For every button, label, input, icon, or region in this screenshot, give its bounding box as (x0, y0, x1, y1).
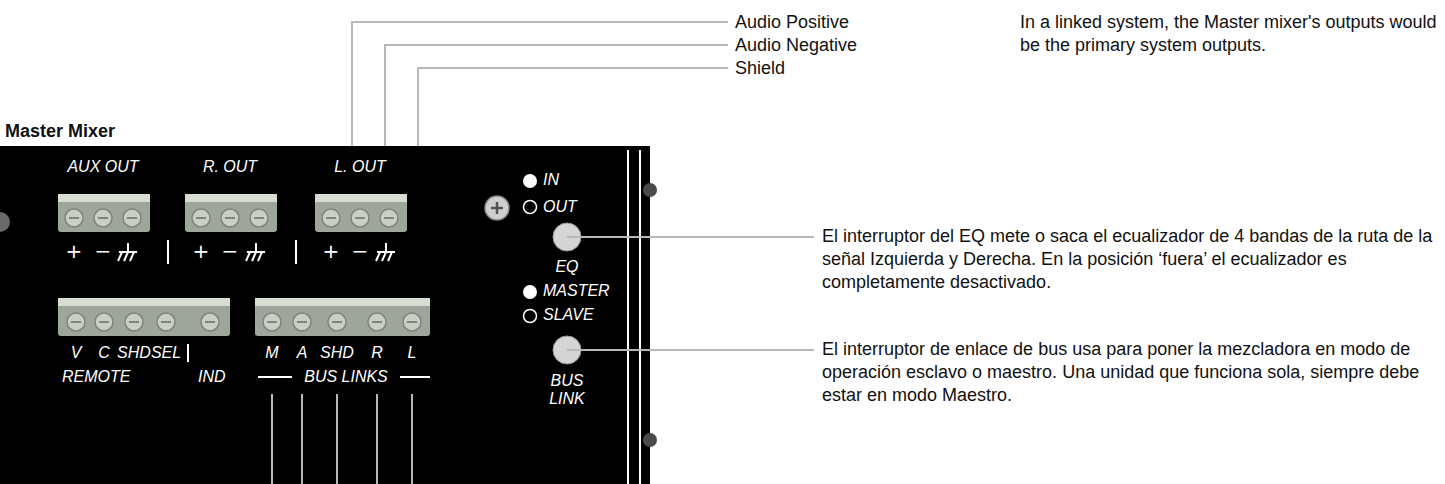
connector-label: BUS LINKS (304, 368, 388, 386)
led-on (523, 174, 537, 188)
panel-screw (485, 196, 509, 220)
ground-symbol (246, 243, 265, 261)
connector-label: REMOTE (62, 368, 130, 386)
terminal-block (255, 298, 430, 336)
panel-hole (643, 433, 657, 447)
separator (295, 240, 297, 264)
callout-text: El interruptor del EQ mete o saca el ecu… (822, 225, 1437, 294)
pin-label: − (222, 240, 239, 262)
pin-label: C (98, 344, 110, 362)
switch-state-label: IN (543, 171, 559, 189)
callout-label: Audio Positive (735, 11, 849, 34)
led-off (524, 201, 537, 214)
pin-label: + (193, 240, 210, 262)
connector-label: R. OUT (203, 158, 257, 176)
panel-edge (627, 150, 629, 484)
panel-edge (639, 150, 641, 484)
switch-state-label: SLAVE (543, 306, 594, 324)
switch-state-label: OUT (543, 198, 577, 216)
pin-label: + (66, 240, 83, 262)
switch-state-label: MASTER (543, 282, 610, 300)
callout-label: Shield (735, 57, 785, 80)
pin-label: V (71, 344, 82, 362)
separator (187, 344, 189, 362)
pin-label: − (95, 240, 112, 262)
pin-label: SHD (320, 344, 354, 362)
connector-label: IND (198, 368, 226, 386)
terminal-block (315, 194, 407, 232)
led-off (524, 310, 537, 323)
callout-label: Audio Negative (735, 34, 857, 57)
leader-line (272, 394, 412, 484)
switch-label: EQ (555, 258, 578, 276)
connector-label: L. OUT (334, 158, 386, 176)
terminal-block (185, 194, 277, 232)
panel-hole (0, 212, 10, 232)
note-text: In a linked system, the Master mixer's o… (1020, 11, 1440, 57)
rear-panel (0, 146, 650, 484)
panel-heading: Master Mixer (5, 120, 115, 142)
panel-hole (643, 183, 657, 197)
bracket-line (258, 376, 292, 378)
leader-line (352, 22, 814, 350)
led-on (523, 285, 537, 299)
pin-label: + (323, 240, 340, 262)
callout-text: El interruptor de enlace de bus usa para… (822, 338, 1437, 407)
connector-label: AUX OUT (67, 158, 138, 176)
switch-label: BUS LINK (537, 372, 597, 408)
pin-label: R (371, 344, 383, 362)
ground-symbol (118, 243, 137, 261)
ground-symbol (376, 243, 395, 261)
terminal-block (58, 194, 150, 232)
bracket-line (400, 376, 430, 378)
pin-label: − (352, 240, 369, 262)
pin-label: A (297, 344, 308, 362)
separator (167, 240, 169, 264)
pin-label: M (265, 344, 278, 362)
pin-label: L (408, 344, 417, 362)
pin-label: SHD (117, 344, 151, 362)
terminal-block (58, 298, 230, 336)
pin-label: SEL (151, 344, 181, 362)
